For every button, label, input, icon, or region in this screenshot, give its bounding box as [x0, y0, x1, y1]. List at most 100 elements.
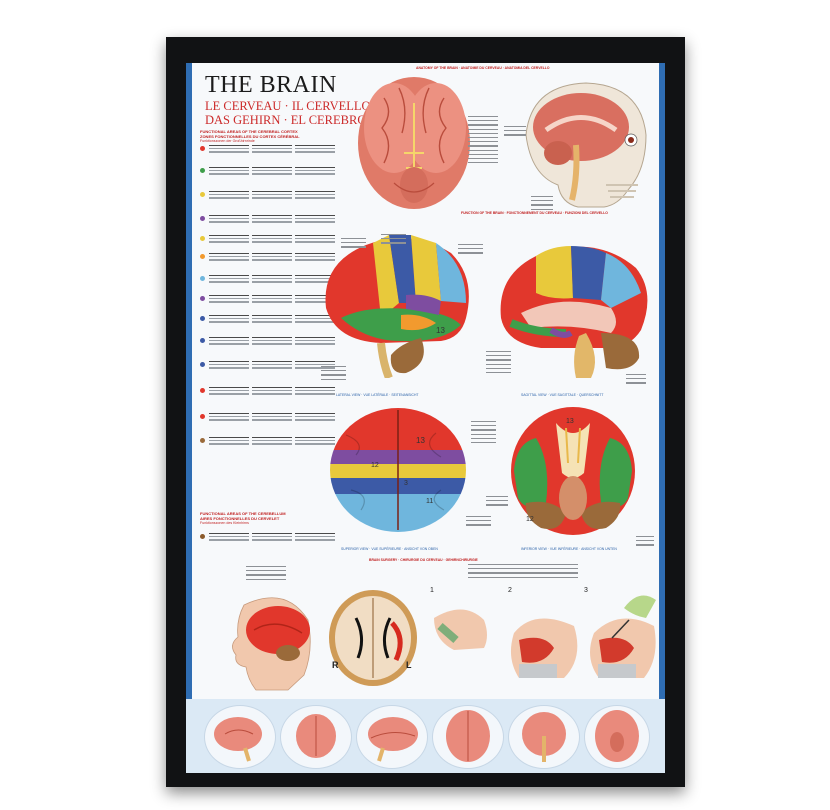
region-number: 11	[426, 498, 433, 505]
region-number: 13	[566, 418, 574, 425]
poster-title: THE BRAIN	[205, 72, 337, 98]
legend-row	[200, 251, 350, 271]
legend-text	[209, 359, 249, 371]
surgery-step-3: 3	[584, 587, 588, 594]
legend-row	[200, 165, 350, 185]
anatomy-heading: ANATOMY OF THE BRAIN · ANATOMIE DU CERVE…	[416, 66, 550, 70]
legend-text	[295, 385, 335, 397]
legend-text	[252, 165, 292, 177]
cerebellum-heading: FUNCTIONAL AREAS OF THE CEREBELLUM	[200, 511, 286, 516]
legend-text	[252, 293, 292, 305]
legend-text	[209, 335, 249, 347]
view-circle-side	[356, 705, 428, 769]
legend-row	[200, 435, 350, 455]
sagittal-function-labels	[486, 348, 511, 376]
function-heading: FUNCTION OF THE BRAIN · FONCTIONNEMENT D…	[461, 211, 608, 215]
superior-view-caption: SUPERIOR VIEW · VUE SUPÉRIEURE · ANSICHT…	[341, 547, 438, 551]
lateral-labels-top	[341, 235, 366, 251]
functional-areas-heading: FUNCTIONAL AREAS OF THE CEREBRAL CORTEX	[200, 129, 298, 134]
legend-text	[295, 293, 335, 305]
sagittal-labels-bottom	[531, 193, 553, 213]
sagittal-function-labels-right	[626, 371, 646, 387]
poster-subtitle-2: DAS GEHIRN · EL CEREBRO	[205, 113, 367, 128]
lateral-labels-right	[458, 241, 483, 257]
legend-dot	[200, 414, 205, 419]
legend-row	[200, 189, 350, 209]
legend-dot	[200, 276, 205, 281]
legend-text	[209, 213, 249, 225]
legend-text	[209, 385, 249, 397]
legend-dot	[200, 146, 205, 151]
legend-text	[295, 143, 335, 155]
legend-text	[252, 385, 292, 397]
legend-text	[295, 359, 335, 371]
legend-dot	[200, 534, 205, 539]
legend-row	[200, 359, 350, 379]
legend-row	[200, 335, 350, 355]
lateral-labels-top2	[381, 231, 406, 247]
sagittal-skull-illustration	[525, 82, 647, 208]
legend-text	[209, 143, 249, 155]
surgery-step-2: 2	[508, 587, 512, 594]
legend-text	[252, 411, 292, 423]
legend-text	[252, 213, 292, 225]
legend-dot	[200, 316, 205, 321]
region-number: 12	[371, 462, 379, 469]
legend-text	[295, 233, 335, 245]
legend-text	[209, 189, 249, 201]
functional-areas-heading-de: Funktionszonen der Großhirnrinde	[200, 139, 255, 143]
legend-text	[295, 251, 335, 263]
poster-right-border	[659, 63, 665, 773]
anatomy-labels-mid	[468, 113, 498, 166]
superior-labels-bottom	[466, 513, 491, 529]
sagittal-labels	[504, 123, 526, 139]
legend-dot	[200, 338, 205, 343]
legend-text	[209, 411, 249, 423]
lateral-function-illustration: 13	[325, 235, 469, 378]
cerebellum-legend-row	[200, 531, 350, 551]
sagittal-view-caption: SAGITTAL VIEW · VUE SAGITTALE · QUERSCHN…	[521, 393, 604, 397]
legend-text	[252, 335, 292, 347]
surgery-heading: BRAIN SURGERY · CHIRURGIE DU CERVEAU · G…	[369, 558, 478, 562]
legend-text	[295, 411, 335, 423]
legend-text	[209, 251, 249, 263]
region-number: 13	[436, 326, 445, 335]
legend-text	[252, 143, 292, 155]
poster-left-border	[186, 63, 192, 773]
region-number: 13	[416, 436, 425, 445]
legend-text	[252, 313, 292, 325]
legend-text	[295, 273, 335, 285]
sagittal-function-illustration	[500, 246, 648, 378]
lateral-labels-bottom	[321, 363, 346, 383]
legend-text	[252, 435, 292, 447]
inferior-view-illustration: 13 12	[511, 407, 635, 535]
legend-row	[200, 233, 350, 253]
surgery-text-2	[468, 561, 578, 581]
cerebellum-heading-de: Funktionszonen des Kleinhirns	[200, 521, 249, 525]
legend-text	[252, 189, 292, 201]
inferior-labels-right	[636, 533, 654, 549]
view-circle-top	[432, 705, 504, 769]
legend-row	[200, 411, 350, 431]
legend-dot	[200, 236, 205, 241]
legend-text	[252, 233, 292, 245]
legend-text	[295, 189, 335, 201]
legend-dot	[200, 254, 205, 259]
legend-text	[252, 359, 292, 371]
legend-text	[295, 165, 335, 177]
legend-text	[209, 273, 249, 285]
legend-text	[209, 435, 249, 447]
inferior-view-caption: INFERIOR VIEW · VUE INFÉRIEURE · ANSICHT…	[521, 547, 617, 551]
view-circle-bottom	[584, 705, 650, 769]
legend-row	[200, 385, 350, 405]
legend-text	[295, 335, 335, 347]
cerebellum-heading-fr: AIRES FONCTIONNELLES DU CERVELET	[200, 516, 280, 521]
view-circle-back	[508, 705, 580, 769]
mri-right-label: R	[332, 660, 339, 670]
legend-text	[209, 165, 249, 177]
poster-title-block: THE BRAIN LE CERVEAU · IL CERVELLO DAS G…	[205, 73, 371, 128]
mri-scan-illustration: R L	[329, 590, 417, 686]
legend-text	[295, 313, 335, 325]
region-number: 3	[404, 480, 408, 487]
head-brain-illustration	[232, 597, 311, 691]
